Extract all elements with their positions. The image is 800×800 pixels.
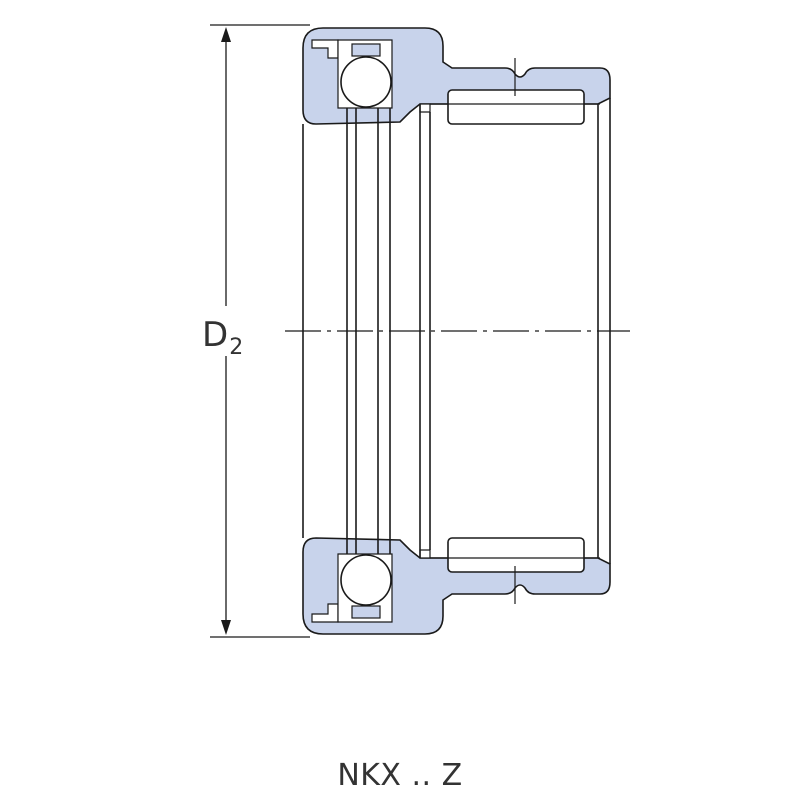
arrow-top — [221, 27, 231, 42]
dimension-label: D2 — [202, 315, 243, 360]
designation-caption: NKX .. Z — [337, 758, 463, 793]
section-top-half — [302, 27, 611, 125]
arrow-bottom — [221, 620, 231, 635]
dimension-d2: D2 — [196, 24, 310, 638]
section-bottom-half — [302, 537, 611, 635]
